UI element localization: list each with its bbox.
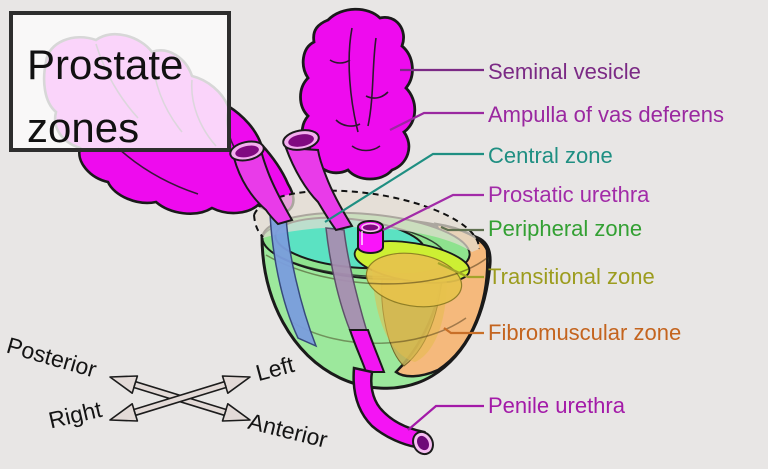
label-ampulla: Ampulla of vas deferens — [488, 102, 725, 127]
prostatic-urethra-shape — [357, 220, 384, 254]
page-title-line1: Prostate — [27, 41, 184, 88]
leader-ampulla — [389, 111, 484, 131]
label-transitional-zone: Transitional zone — [488, 264, 655, 289]
orientation-compass-arrows — [109, 375, 251, 422]
label-prostatic-urethra: Prostatic urethra — [488, 182, 650, 207]
label-fibromuscular-zone: Fibromuscular zone — [488, 320, 682, 345]
vas-deferens-left — [229, 140, 294, 226]
leader-central-zone — [324, 152, 484, 223]
title-box-text: Prostate zones — [27, 33, 227, 159]
right-seminal-vesicle-shape — [299, 7, 417, 181]
penile-urethra-shape — [352, 366, 434, 456]
leader-lines — [324, 68, 484, 431]
leader-fibromuscular-zone — [443, 327, 484, 335]
leader-transitional-zone — [437, 262, 484, 279]
label-peripheral-zone: Peripheral zone — [488, 216, 643, 241]
page-title-line2: zones — [27, 104, 140, 151]
title-box — [9, 11, 231, 152]
label-penile-urethra: Penile urethra — [488, 393, 625, 418]
leader-prostatic-urethra — [382, 193, 484, 231]
ejaculatory-ducts — [269, 213, 386, 373]
leader-peripheral-zone — [440, 225, 484, 232]
leader-penile-urethra — [407, 404, 484, 431]
label-central-zone: Central zone — [488, 143, 613, 168]
label-seminal-vesicle: Seminal vesicle — [488, 59, 641, 84]
vas-deferens-right — [282, 129, 354, 232]
